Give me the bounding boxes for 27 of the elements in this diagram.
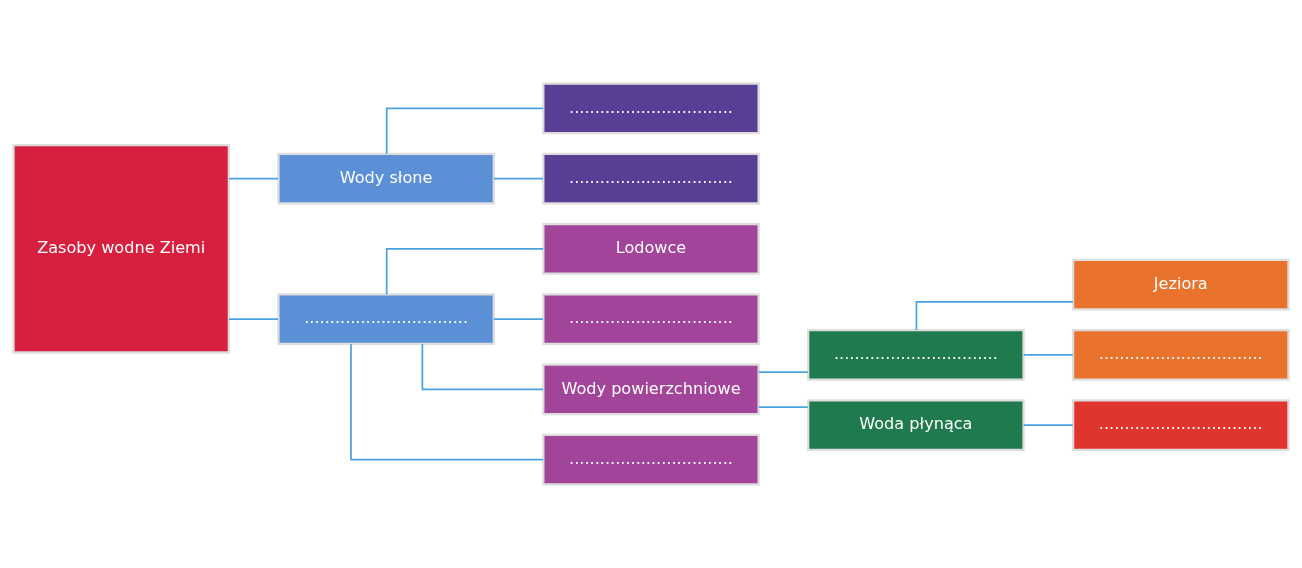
node-box: Jeziora bbox=[1071, 258, 1290, 311]
node-box: ................................ bbox=[807, 328, 1025, 381]
node-box: ................................ bbox=[277, 293, 495, 346]
node-box: ................................ bbox=[542, 293, 760, 346]
node-box: ................................ bbox=[1071, 399, 1290, 451]
connector bbox=[228, 177, 279, 180]
connector bbox=[915, 301, 1074, 331]
node-box: ................................ bbox=[542, 433, 760, 486]
connector bbox=[757, 406, 809, 409]
connector bbox=[385, 107, 544, 155]
connector bbox=[421, 343, 544, 391]
connector bbox=[385, 248, 544, 296]
node-box: ................................ bbox=[542, 152, 760, 205]
connector bbox=[1022, 353, 1074, 356]
node-box: ................................ bbox=[542, 82, 760, 135]
node-box: ................................ bbox=[1071, 328, 1290, 381]
connector bbox=[1022, 424, 1074, 426]
connector bbox=[493, 177, 544, 180]
connector bbox=[228, 318, 279, 320]
node-box: Wody słone bbox=[277, 152, 495, 205]
node-box: Woda płynąca bbox=[807, 399, 1025, 451]
connector bbox=[493, 318, 544, 320]
node-box: Wody powierzchniowe bbox=[542, 363, 760, 416]
connector bbox=[350, 343, 544, 461]
node-box: Zasoby wodne Ziemi bbox=[12, 144, 231, 354]
node-box: Lodowce bbox=[542, 222, 760, 275]
connector bbox=[757, 371, 809, 373]
